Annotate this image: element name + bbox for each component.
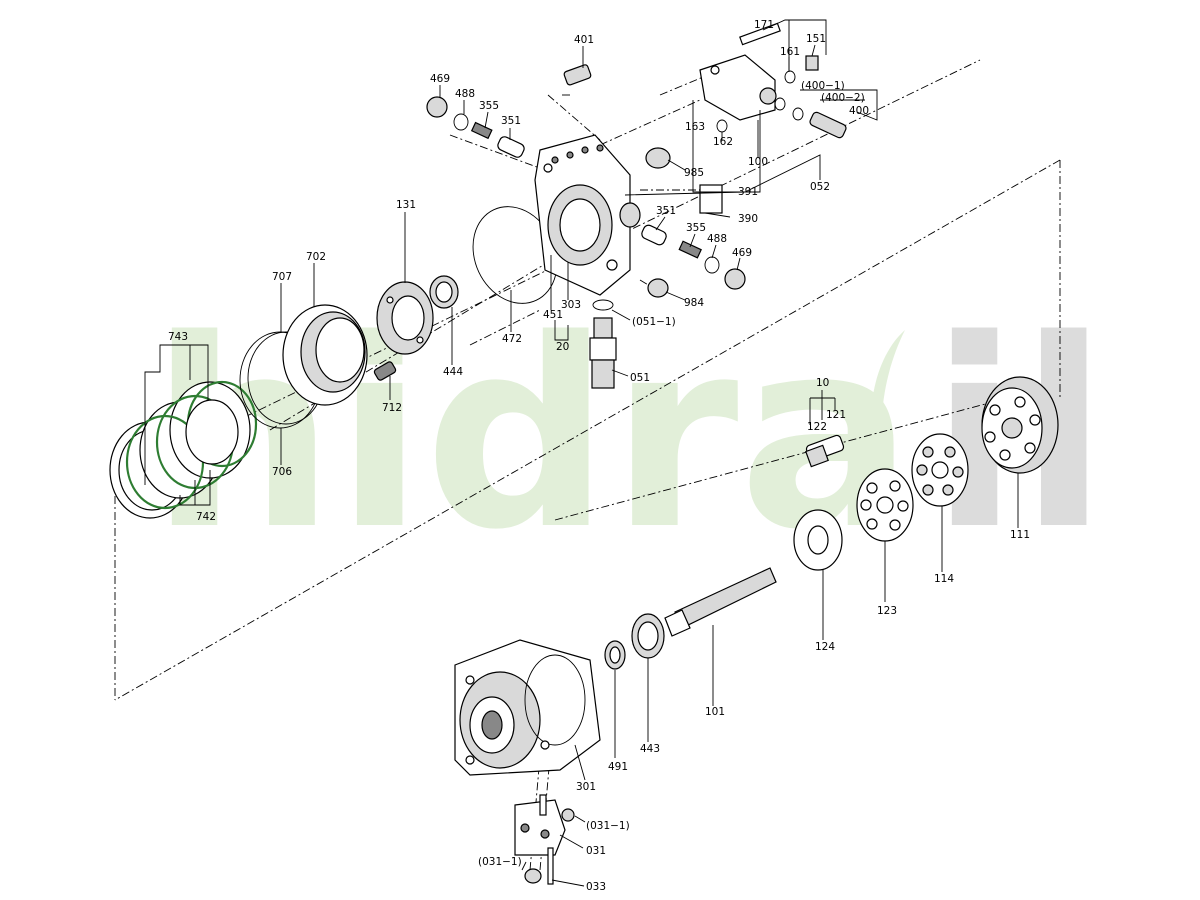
spring-712: [373, 361, 397, 381]
control-valve-100: [699, 22, 847, 214]
label-131: 131: [396, 199, 416, 211]
label-161: 161: [780, 46, 800, 58]
brake-piston-group: [109, 206, 558, 519]
spool-351-right: [641, 224, 667, 246]
label-355-right: 355: [686, 222, 706, 234]
plug-151: [805, 55, 819, 71]
label-303: 303: [561, 299, 581, 311]
o-ring-161: [784, 70, 796, 84]
rotating-group: [604, 376, 1059, 670]
shoe-plate-123: [856, 468, 914, 542]
label-351-left: 351: [501, 115, 521, 127]
label-010: 10: [816, 377, 829, 389]
label-051: 051: [630, 372, 650, 384]
spool-351-left: [497, 136, 525, 158]
label-163: 163: [685, 121, 705, 133]
label-390: 390: [738, 213, 758, 225]
leader-lines: [144, 19, 1019, 887]
spring-355-right: [678, 240, 702, 259]
label-712: 712: [382, 402, 402, 414]
relief-valve-051: [589, 299, 617, 389]
bolt-033: [547, 847, 554, 885]
brake-valve-031: [514, 794, 575, 885]
label-742: 742: [196, 511, 216, 523]
label-121: 121: [826, 409, 846, 421]
bolt-401: [563, 64, 592, 86]
rear-cover-group: [426, 64, 746, 389]
label-051-1: (051−1): [632, 316, 676, 328]
cylinder-block-111: [981, 376, 1059, 474]
plug-984: [647, 278, 669, 298]
spring-355-left: [470, 121, 493, 140]
label-469-right: 469: [732, 247, 752, 259]
label-400-2: (400−2): [821, 92, 865, 104]
label-151: 151: [806, 33, 826, 45]
label-707: 707: [272, 271, 292, 283]
brake-piston-702: [282, 304, 368, 406]
label-101: 101: [705, 706, 725, 718]
label-031-1-left: (031−1): [478, 856, 522, 868]
label-488-right: 488: [707, 233, 727, 245]
label-031: 031: [586, 845, 606, 857]
label-171: 171: [754, 19, 774, 31]
label-451: 451: [543, 309, 563, 321]
label-444: 444: [443, 366, 463, 378]
label-162: 162: [713, 136, 733, 148]
plug-469-right: [724, 268, 746, 290]
label-031-1-right: (031−1): [586, 820, 630, 832]
housing-301: [454, 639, 601, 776]
label-985: 985: [684, 167, 704, 179]
label-114: 114: [934, 573, 954, 585]
label-984: 984: [684, 297, 704, 309]
label-472: 472: [502, 333, 522, 345]
label-743: 743: [168, 331, 188, 343]
label-111: 111: [1010, 529, 1030, 541]
label-443: 443: [640, 743, 660, 755]
label-488-left: 488: [455, 88, 475, 100]
bearing-444: [429, 275, 459, 309]
label-702: 702: [306, 251, 326, 263]
label-706: 706: [272, 466, 292, 478]
o-ring-488-right: [704, 256, 720, 274]
watermark-text: hidra: [150, 285, 914, 587]
label-301: 301: [576, 781, 596, 793]
plug-469-left: [426, 96, 448, 118]
label-355-left: 355: [479, 100, 499, 112]
valve-plate-131: [376, 281, 434, 355]
label-033: 033: [586, 881, 606, 893]
part-labels: 743 742 707 706 702 131 712 444 472 469 …: [168, 19, 1030, 893]
label-400: 400: [849, 105, 869, 117]
plug-985: [645, 147, 671, 169]
label-122: 122: [807, 421, 827, 433]
shoe-122: [805, 444, 829, 468]
friction-plate-743: [109, 380, 258, 519]
label-401: 401: [574, 34, 594, 46]
o-ring-488-left: [453, 113, 469, 131]
drive-shaft-101: [664, 567, 777, 637]
label-052: 052: [810, 181, 830, 193]
label-491: 491: [608, 761, 628, 773]
label-400-1: (400−1): [801, 80, 845, 92]
valve-400: [809, 111, 847, 139]
label-124: 124: [815, 641, 835, 653]
label-020: 20: [556, 341, 569, 353]
retainer-plate-114: [911, 433, 969, 507]
label-391: 391: [738, 186, 758, 198]
o-ring-162: [716, 119, 728, 133]
label-100: 100: [748, 156, 768, 168]
label-351-right: 351: [656, 205, 676, 217]
bolt-171: [739, 22, 781, 46]
label-123: 123: [877, 605, 897, 617]
plate-390: [699, 184, 723, 214]
label-469-left: 469: [430, 73, 450, 85]
